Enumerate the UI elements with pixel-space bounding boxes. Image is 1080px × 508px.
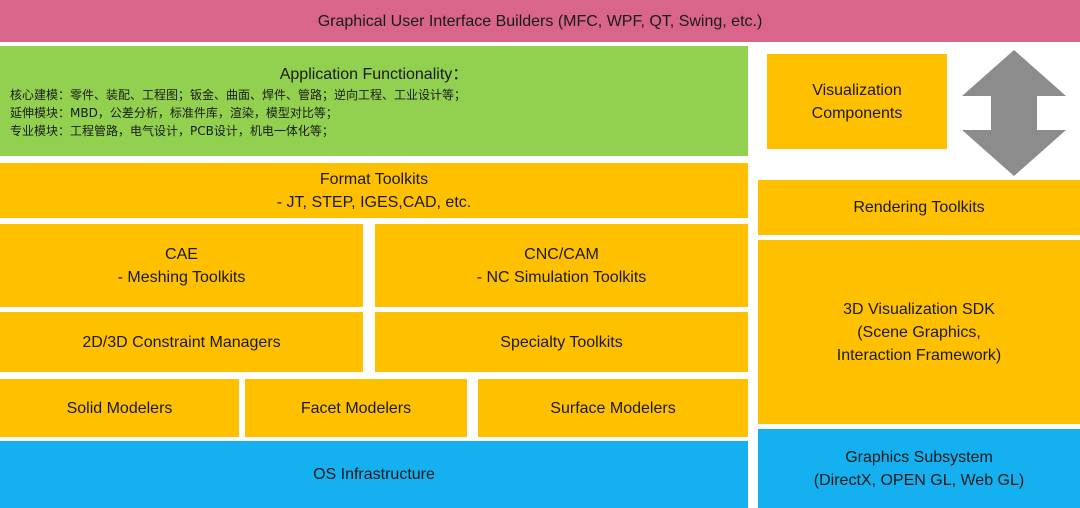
cnc-cam-box: CNC/CAM - NC Simulation Toolkits: [375, 224, 748, 307]
visualization-components-line2: Components: [811, 104, 903, 122]
visualization-components-box: Visualization Components: [767, 54, 947, 149]
double-headed-vertical-arrow-icon: [962, 50, 1066, 176]
visualization-components-line1: Visualization: [812, 81, 902, 99]
professional-modules-line: 专业模块：工程管路，电气设计，PCB设计，机电一体化等；: [10, 124, 334, 138]
extension-modules-line: 延伸模块：MBD，公差分析，标准件库，渲染，模型对比等；: [10, 106, 338, 120]
os-infrastructure-label: OS Infrastructure: [313, 466, 435, 483]
graphics-subsystem-line2: (DirectX, OPEN GL, Web GL): [813, 471, 1025, 489]
arrow-svg: [962, 50, 1066, 176]
gui-builders-label: Graphical User Interface Builders (MFC, …: [317, 12, 763, 30]
cnc-cam-line1: CNC/CAM: [524, 245, 599, 263]
gui-builders-layer: Graphical User Interface Builders (MFC, …: [0, 0, 1080, 42]
format-toolkits-line2: - JT, STEP, IGES,CAD, etc.: [276, 193, 472, 211]
constraint-managers-box: 2D/3D Constraint Managers: [0, 312, 363, 372]
surface-modelers-label: Surface Modelers: [550, 399, 676, 417]
facet-modelers-label: Facet Modelers: [300, 399, 412, 417]
core-modeling-line: 核心建模：零件、装配、工程图；钣金、曲面、焊件、管路；逆向工程、工业设计等；: [10, 88, 467, 102]
specialty-toolkits-label: Specialty Toolkits: [500, 333, 623, 351]
graphics-subsystem-box: Graphics Subsystem (DirectX, OPEN GL, We…: [758, 429, 1080, 508]
facet-modelers-box: Facet Modelers: [245, 379, 467, 437]
cae-line2: - Meshing Toolkits: [117, 268, 246, 286]
specialty-toolkits-box: Specialty Toolkits: [375, 312, 748, 372]
visualization-sdk-line1: 3D Visualization SDK: [843, 300, 995, 318]
rendering-toolkits-label: Rendering Toolkits: [853, 199, 985, 216]
cnc-cam-line2: - NC Simulation Toolkits: [476, 268, 647, 286]
cae-box: CAE - Meshing Toolkits: [0, 224, 363, 307]
solid-modelers-box: Solid Modelers: [0, 379, 239, 437]
visualization-sdk-box: 3D Visualization SDK (Scene Graphics, In…: [758, 240, 1080, 424]
constraint-managers-label: 2D/3D Constraint Managers: [82, 333, 281, 351]
application-functionality-layer: Application Functionality： 核心建模：零件、装配、工程…: [0, 46, 748, 156]
rendering-toolkits-box: Rendering Toolkits: [758, 180, 1080, 235]
cae-line1: CAE: [165, 245, 198, 263]
visualization-sdk-line2: (Scene Graphics,: [857, 323, 981, 341]
os-infrastructure-layer: OS Infrastructure: [0, 441, 748, 508]
application-functionality-title: Application Functionality：: [279, 66, 469, 83]
format-toolkits-line1: Format Toolkits: [319, 170, 429, 188]
visualization-sdk-line3: Interaction Framework): [836, 346, 1002, 364]
solid-modelers-label: Solid Modelers: [66, 399, 173, 417]
surface-modelers-box: Surface Modelers: [478, 379, 748, 437]
format-toolkits-box: Format Toolkits - JT, STEP, IGES,CAD, et…: [0, 163, 748, 218]
graphics-subsystem-line1: Graphics Subsystem: [845, 448, 993, 466]
